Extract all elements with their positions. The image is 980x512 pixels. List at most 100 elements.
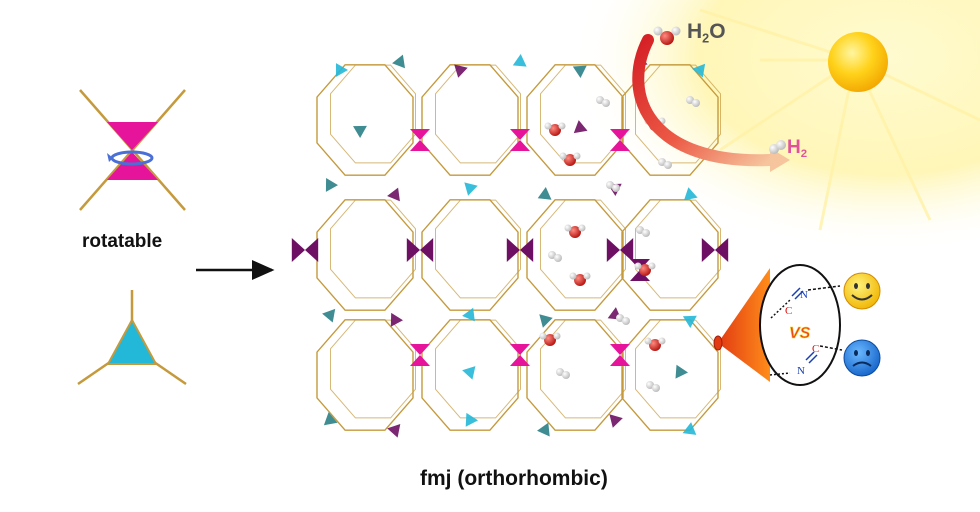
- bowtie-lower: [410, 140, 430, 151]
- cage-outline: [316, 199, 414, 311]
- triangle-node: [462, 307, 475, 322]
- water-molecule: [559, 152, 581, 166]
- hydrogen-atom: [686, 96, 694, 104]
- triangle-node: [539, 314, 553, 328]
- triangle-node: [353, 125, 367, 138]
- hydrogen-atom: [583, 272, 591, 280]
- cage-inner-outline: [540, 199, 626, 299]
- triangle-node: [573, 120, 588, 134]
- bowtie-upper: [410, 344, 430, 355]
- hydrogen-atom: [573, 152, 581, 160]
- hydrogen-molecule: [548, 251, 562, 262]
- water-o: O: [709, 20, 726, 43]
- bowtie-node: [610, 129, 630, 151]
- cage-inner-outline: [540, 64, 626, 164]
- cage-outline: [421, 64, 519, 176]
- bowtie-right: [620, 238, 634, 262]
- cage-outline: [526, 319, 624, 431]
- bowtie-lower: [510, 140, 530, 151]
- hydrogen-atom: [578, 224, 586, 232]
- bowtie-right: [305, 238, 319, 262]
- triangle-node: [323, 412, 338, 426]
- triangle-node: [692, 63, 706, 78]
- triangle-unit: [77, 290, 187, 386]
- triangle-node: [682, 422, 697, 435]
- cage-inner-outline: [435, 64, 521, 164]
- triangle-node: [462, 366, 476, 380]
- oxygen-atom: [574, 274, 586, 286]
- hydrogen-atom: [612, 184, 620, 192]
- oxygen-atom: [549, 124, 561, 136]
- hydrogen-molecule: [658, 158, 672, 169]
- cage-inner-outline: [635, 199, 721, 299]
- bowtie-upper: [510, 344, 530, 355]
- hydrogen-atom: [642, 229, 650, 237]
- water-subscript: 2: [702, 31, 710, 46]
- triangle-node: [537, 422, 550, 437]
- oxygen-atom: [649, 339, 661, 351]
- triangle-node: [572, 65, 587, 78]
- hydrogen-atom: [606, 181, 614, 189]
- bowtie-right: [715, 238, 729, 262]
- bowtie-left: [406, 238, 420, 262]
- atom-c-bottom: C: [812, 343, 819, 355]
- triangle-node: [537, 187, 552, 200]
- hydrogen-label: H2: [787, 137, 807, 160]
- bowtie-node: [510, 129, 530, 151]
- magnifier-cone: [713, 264, 841, 386]
- hydrogen-atom: [658, 158, 666, 166]
- water-molecule-icon: [653, 26, 681, 45]
- bowtie-node: [410, 344, 430, 366]
- bond-comparison-zoom: N C VS C N: [769, 285, 843, 377]
- hydrogen-atom: [692, 99, 700, 107]
- triangle-node: [387, 424, 401, 438]
- sun-glow: [560, 0, 980, 260]
- hydrogen-molecule: [556, 368, 570, 379]
- hydrogen-atom: [664, 161, 672, 169]
- triangle-node: [512, 54, 527, 67]
- hydrogen-atom: [616, 314, 624, 322]
- triangle-node: [325, 178, 338, 192]
- framework-title: fmj (orthorhombic): [420, 467, 608, 490]
- hydrogen-atom: [636, 226, 644, 234]
- hydrogen-atom: [556, 368, 564, 376]
- hydrogen-atom: [648, 262, 656, 270]
- hydrogen-atom: [559, 152, 567, 160]
- hydrogen-molecule: [686, 96, 700, 107]
- triangle-node: [682, 315, 697, 328]
- triangle-node: [390, 312, 403, 327]
- hydrogen-atom: [646, 381, 654, 389]
- triangle-node: [454, 64, 468, 78]
- hydrogen-subscript: 2: [800, 147, 808, 160]
- triangle-node: [322, 308, 336, 323]
- cage-outline: [621, 319, 719, 431]
- triangle-node: [609, 414, 623, 428]
- bowtie-lower: [510, 355, 530, 366]
- triangle-node: [336, 63, 348, 77]
- bowtie-left: [506, 238, 520, 262]
- bowtie-lower: [610, 140, 630, 151]
- cage-inner-outline: [540, 319, 626, 419]
- bowtie-right: [520, 238, 534, 262]
- bowtie-node-horizontal: [506, 238, 534, 262]
- triangle-node: [464, 182, 478, 196]
- bowtie-left: [291, 238, 305, 262]
- hydrogen-molecule: [646, 381, 660, 392]
- hydrogen-atom: [596, 96, 604, 104]
- bowtie-node: [410, 129, 430, 151]
- bowtie-left: [701, 238, 715, 262]
- versus-label: VS: [789, 325, 811, 342]
- bowtie-upper: [410, 129, 430, 140]
- water-molecule: [544, 122, 566, 136]
- hydrogen-h: H: [787, 137, 801, 158]
- water-h: H: [687, 20, 703, 43]
- water-molecule: [564, 224, 586, 238]
- cage-inner-outline: [330, 319, 416, 419]
- hydrogen-atom: [564, 224, 572, 232]
- water-molecule: [634, 262, 656, 276]
- bowtie-node-horizontal: [606, 238, 634, 262]
- atom-n-top: N: [800, 289, 808, 301]
- cage-outline: [526, 199, 624, 311]
- cage-outline: [621, 64, 719, 176]
